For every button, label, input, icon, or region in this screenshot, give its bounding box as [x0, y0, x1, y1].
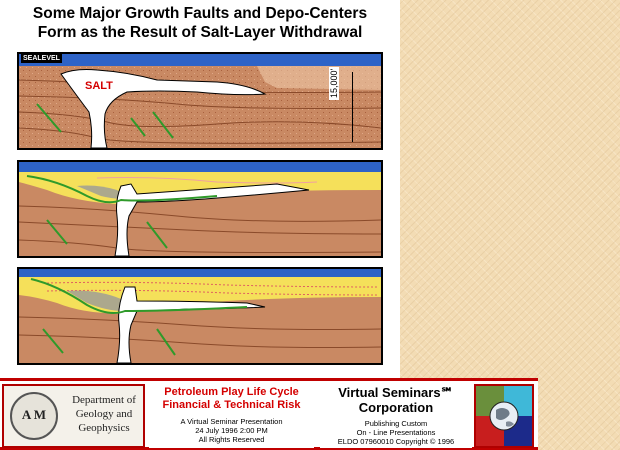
seal-logo-text: A M: [21, 407, 47, 422]
department-line-1: Department of: [72, 394, 136, 406]
salt-label: SALT: [85, 80, 113, 92]
cross-section-3-drawing: [17, 267, 383, 365]
title-line-2: Form as the Result of Salt-Layer Withdra…: [37, 24, 363, 41]
department-line-2: Geology and: [75, 408, 133, 420]
salt-body: [60, 69, 267, 149]
company-name-line-2: Corporation: [358, 400, 434, 415]
salt-body-2: [114, 183, 310, 257]
course-block: Petroleum Play Life Cycle Financial & Te…: [149, 384, 314, 448]
company-line-1: Publishing Custom: [364, 419, 428, 428]
course-title-line-1: Petroleum Play Life Cycle: [164, 386, 299, 398]
depth-label: 15,000': [329, 66, 339, 100]
sealevel-label: SEALEVEL: [21, 54, 62, 63]
company-name-line-1: Virtual Seminars℠: [338, 385, 454, 400]
department-block: A M Department of Geology and Geophysics: [2, 384, 145, 448]
cross-section-1: SEALEVEL SALT 15,000': [17, 52, 383, 150]
company-logo-block: [474, 384, 534, 448]
cross-section-1-drawing: [17, 52, 383, 150]
cross-section-2: [17, 160, 383, 258]
figure-title: Some Major Growth Faults and Depo-Center…: [0, 4, 400, 42]
course-line-3: All Rights Reserved: [198, 435, 265, 444]
course-line-2: 24 July 1996 2:00 PM: [195, 426, 268, 435]
university-seal-icon: A M: [10, 392, 58, 440]
course-title-line-2: Financial & Technical Risk: [162, 399, 301, 411]
course-line-1: A Virtual Seminar Presentation: [180, 417, 283, 426]
cross-section-3: [17, 267, 383, 365]
globe-logo-icon: [476, 386, 532, 446]
department-line-3: Geophysics: [78, 422, 130, 434]
figure-panel: Some Major Growth Faults and Depo-Center…: [0, 0, 400, 378]
company-line-3: ELDO 07960010 Copyright © 1996: [337, 437, 455, 446]
company-block: Virtual Seminars℠ Corporation Publishing…: [320, 384, 472, 448]
cross-section-2-drawing: [17, 160, 383, 258]
sea-water: [19, 54, 381, 66]
title-line-1: Some Major Growth Faults and Depo-Center…: [32, 5, 368, 22]
company-line-2: On - Line Presentations: [356, 428, 436, 437]
footer-banner: A M Department of Geology and Geophysics…: [0, 378, 538, 450]
